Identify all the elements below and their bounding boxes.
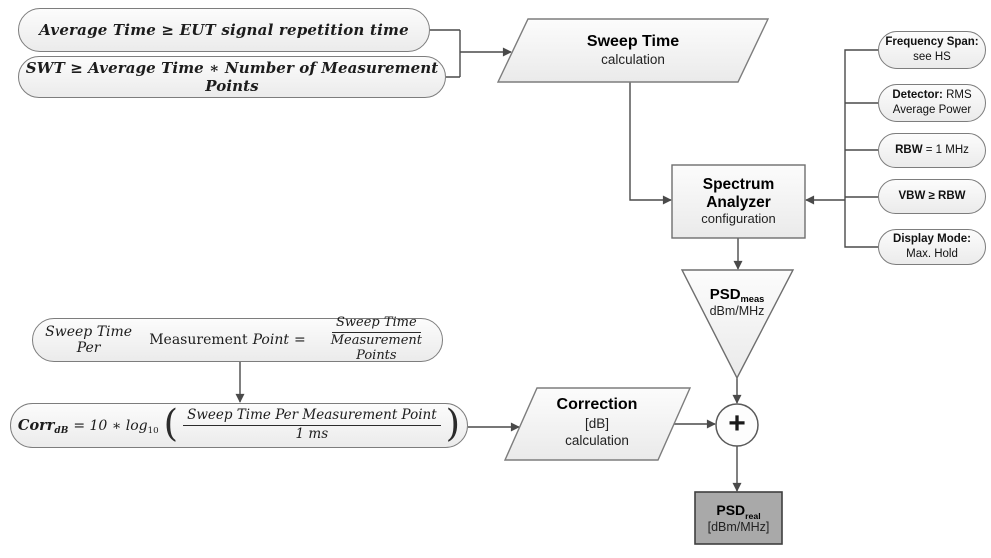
sweep-time-title: Sweep Time <box>586 33 680 51</box>
formula-corr-db: CorrdB = 10 ∗ log10 ( Sweep Time Per Mea… <box>10 403 468 448</box>
sweep-time-parallelogram <box>496 18 770 83</box>
stpmp-fraction-numerator: Sweep Time <box>331 315 421 334</box>
sweep-time-subtitle: calculation <box>601 52 665 68</box>
arrow-sweep-to-analyzer <box>629 82 672 205</box>
sweep-time-node-label: Sweep Time calculation <box>543 25 723 77</box>
formula-average-time-text: Average Time ≥ EUT signal repetition tim… <box>39 21 409 39</box>
config-display-mode-bold: Display Mode: <box>893 233 971 246</box>
corr-lead-subscript: dB <box>54 426 69 437</box>
config-vbw-bold: VBW ≥ RBW <box>898 190 966 203</box>
config-frequency-span: Frequency Span: see HS <box>878 31 986 69</box>
correction-title: Correction <box>556 396 638 414</box>
formula-swt-lead: SWT <box>25 59 65 77</box>
config-detector-bold: Detector: <box>892 89 943 102</box>
formula-swt: SWT ≥ Average Time ∗ Number of Measureme… <box>18 56 446 98</box>
corr-fraction-denominator: 1 ms <box>295 426 329 442</box>
correction-node-label: Correction [dB] calculation <box>517 390 677 456</box>
correction-subtitle: calculation <box>565 433 629 449</box>
psd-meas-symbol: PSDmeas <box>709 285 765 305</box>
config-display-mode-normal: Max. Hold <box>906 248 958 260</box>
psd-real-label: PSDreal [dBm/MHz] <box>695 495 782 541</box>
psd-meas-subscript: meas <box>740 294 765 305</box>
spectrum-analyzer-box <box>671 164 806 239</box>
config-rbw-normal: = 1 MHz <box>925 144 969 157</box>
formula-stpmp: Sweep Time Per Measurement Point = Sweep… <box>32 315 443 364</box>
psd-real-box <box>694 491 783 545</box>
corr-lead: CorrdB <box>17 417 69 437</box>
config-vbw: VBW ≥ RBW <box>878 179 986 214</box>
corr-mid: = 10 ∗ log10 <box>73 417 159 436</box>
formula-swt-rest: ≥ Average Time ∗ Number of Measurement P… <box>70 59 439 95</box>
correction-parallelogram <box>503 387 692 461</box>
config-rbw: RBW = 1 MHz <box>878 133 986 168</box>
spectrum-analyzer-title: Spectrum Analyzer <box>702 175 775 211</box>
spectrum-analyzer-subtitle: configuration <box>701 211 776 227</box>
psd-meas-label: PSDmeas dBm/MHz <box>687 280 787 324</box>
config-frequency-span-bold: Frequency Span: <box>885 36 979 49</box>
corr-open-paren: ( <box>163 401 179 445</box>
config-rbw-bold: RBW <box>895 144 923 157</box>
stpmp-fraction-denominator: Measurement Points <box>330 333 423 363</box>
stpmp-lhs-1: Sweep Time Per <box>45 324 133 356</box>
stpmp-lhs-2: Point <box>252 332 289 348</box>
stpmp-equals: = <box>293 332 306 348</box>
psd-real-symbol: PSDreal <box>716 502 761 521</box>
spectrum-analyzer-label: Spectrum Analyzer configuration <box>674 169 803 235</box>
stpmp-fraction: Sweep Time Measurement Points <box>311 315 442 364</box>
bracket-top-left <box>430 29 461 78</box>
psd-real-subscript: real <box>745 510 761 521</box>
corr-fraction-numerator: Sweep Time Per Measurement Point <box>183 408 441 426</box>
psd-meas-unit: dBm/MHz <box>709 304 765 319</box>
bracket-config-items <box>844 49 878 248</box>
corr-log-subscript: 10 <box>147 425 159 436</box>
correction-db: [dB] <box>584 415 609 431</box>
formula-average-time: Average Time ≥ EUT signal repetition tim… <box>18 8 430 52</box>
corr-fraction: Sweep Time Per Measurement Point 1 ms <box>183 408 441 442</box>
config-frequency-span-normal: see HS <box>913 51 951 63</box>
plus-sign: + <box>728 407 746 440</box>
psd-real-unit: [dBm/MHz] <box>707 519 770 534</box>
config-display-mode: Display Mode: Max. Hold <box>878 229 986 265</box>
config-detector: Detector: RMS Average Power <box>878 84 986 122</box>
config-detector-normal: RMS Average Power <box>892 89 972 116</box>
summation-plus: + <box>716 404 758 444</box>
stpmp-lhs-upright: Measurement <box>149 332 248 348</box>
corr-close-paren: ) <box>445 401 461 445</box>
psd-meas-triangle <box>680 269 795 380</box>
summation-circle <box>715 403 759 447</box>
